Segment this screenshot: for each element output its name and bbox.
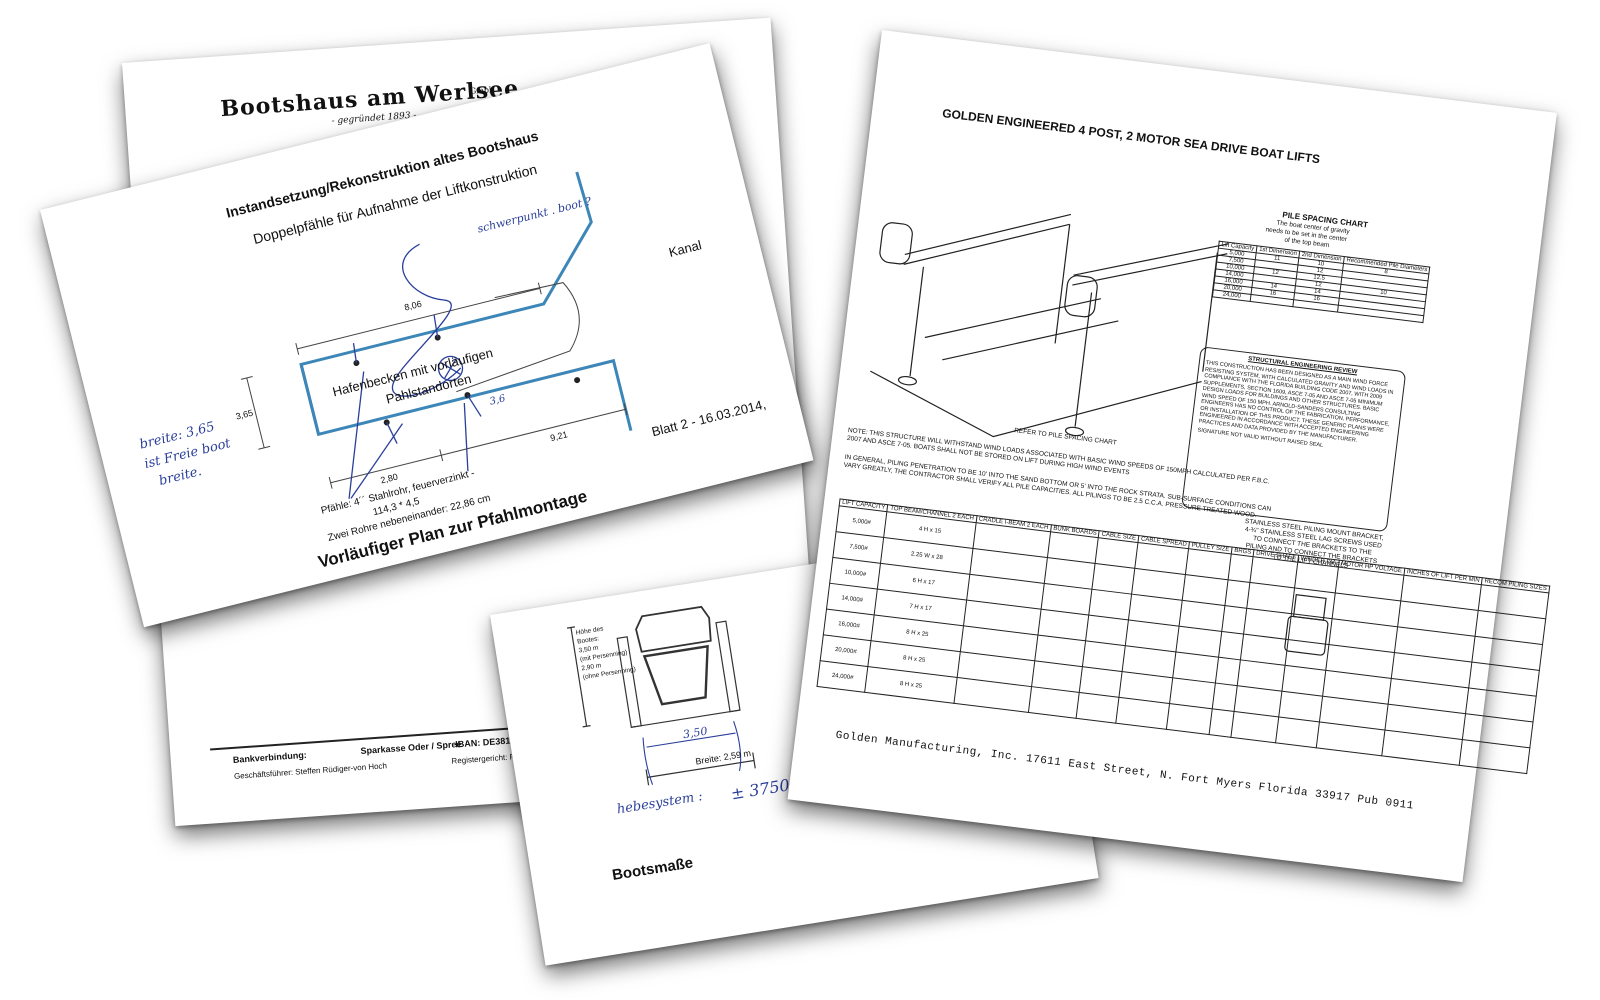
pile-spacing-table: Lift Capacity 1st Dimension 2nd Dimensio…: [1212, 241, 1431, 324]
boat-sheet-title: Bootsmaße: [610, 854, 695, 884]
bank-label: Bankverbindung:: [232, 749, 308, 765]
bank-name: Sparkasse Oder / Spree: [360, 738, 462, 757]
pile-plan-sheet: Instandsetzung/Rekonstruktion altes Boot…: [40, 43, 814, 628]
spec-cell: 24,000#: [817, 660, 869, 693]
company-suffix: Gmbh: [469, 85, 495, 96]
piling-bracket-drawing: [1284, 594, 1329, 656]
boat-dimensions-sheet: Höhe des Bootes: 3,50 m (mit Persenning)…: [490, 527, 1099, 966]
basin-sketch: [240, 171, 633, 499]
lift-isometric-drawing: [870, 213, 1229, 438]
lift-spec-table: LIFT CAPACITY TOP BEAM/CHANNEL 2 EACH CR…: [816, 498, 1550, 774]
boat-lift-spec-sheet: GOLDEN ENGINEERED 4 POST, 2 MOTOR SEA DR…: [787, 30, 1557, 883]
boat-cross-section: [566, 605, 756, 786]
managing-director: Geschäftsführer: Steffen Rüdiger-von Hoc…: [233, 761, 388, 781]
